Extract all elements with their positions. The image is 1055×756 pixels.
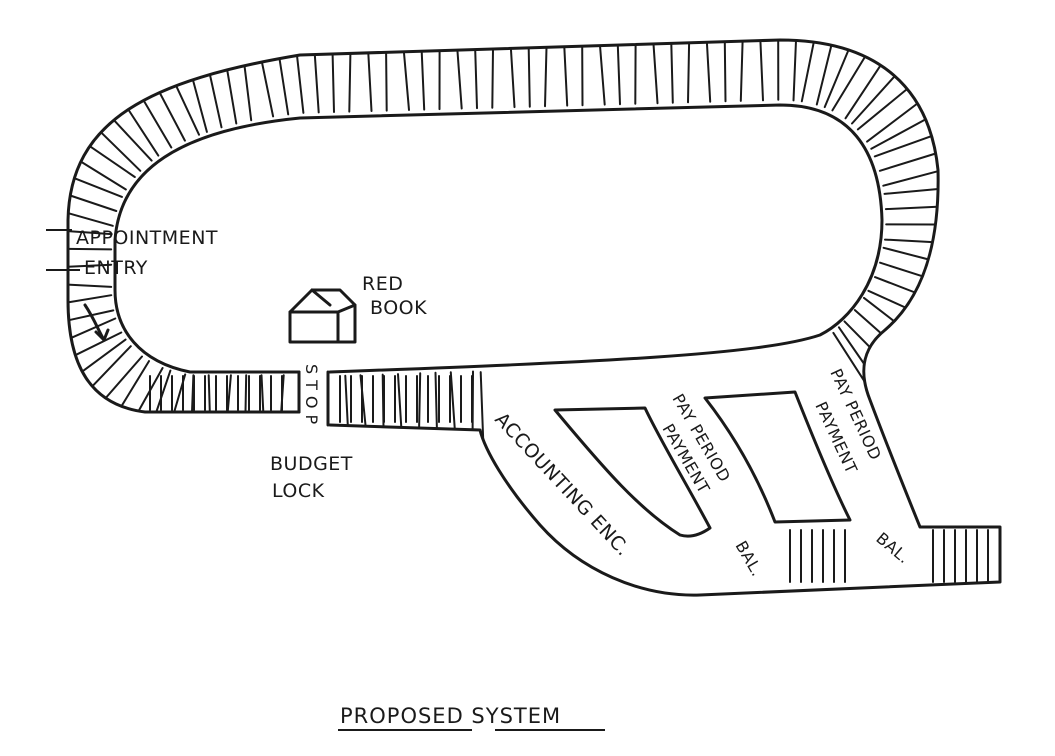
track-rung [832,57,865,111]
track-rung [545,47,547,106]
diagram-title: PROPOSED SYSTEM [340,704,561,728]
track-rung [227,70,236,124]
track-rung [867,104,917,142]
track-rung [262,62,273,116]
track-inner-edge [115,105,882,372]
track-rung [880,154,936,171]
track-rung [802,42,814,101]
track-rung [419,373,420,428]
label-book: BOOK [370,297,427,319]
track-rung [688,43,689,103]
track-rung [368,53,371,111]
track-rung [315,55,319,113]
track-rung [436,373,437,429]
track-rung [671,43,673,102]
track-rung [404,52,409,110]
track-rung [855,310,881,333]
track-rung [794,41,797,101]
track-rung [74,178,122,197]
label-entry: ENTRY [84,257,148,279]
track-rung [760,41,763,101]
track-rung [886,207,937,209]
track-rung [82,340,125,372]
track-rung [883,171,938,186]
track-rung [209,375,210,412]
label-bal-1: BAL. [732,538,767,580]
book-icon [290,290,355,342]
track-rung [529,48,530,107]
label-bal-2: BAL. [872,529,913,568]
track-rung [68,213,113,226]
label-appointment: APPOINTMENT [76,227,218,249]
track-rung [457,50,461,108]
track-rung [68,285,111,287]
track-rung [297,56,303,113]
track-rung [422,51,425,109]
track-rung [210,75,222,128]
track-rung [228,375,231,412]
track-rung [600,46,605,105]
track-rung [262,375,264,412]
track-rung [875,277,915,292]
track-rung [511,48,515,107]
track-rung [246,375,247,412]
label-lock: LOCK [272,480,325,502]
track-rung [885,189,939,194]
track-rung [475,50,477,109]
track-rung [114,120,152,161]
track-rung [92,346,131,386]
track-rung [871,119,925,148]
track-rung [884,248,929,260]
track-rung [68,295,111,302]
track-rung [564,47,567,106]
track-rung [245,66,252,121]
label-red: RED [362,273,403,295]
track-rung [875,136,932,156]
track-rung [707,42,710,101]
track-rung [880,263,923,277]
track-rung [741,41,743,101]
track-rung [725,42,726,102]
track-rung [280,59,289,115]
track-rung [333,54,334,112]
track-rung [451,372,455,429]
track-rung [101,132,140,171]
track-rung [106,357,142,399]
track-rung [69,310,114,320]
track-rung [70,196,116,212]
track-rung [885,240,933,243]
label-accounting-enc: ACCOUNTING ENC. [490,408,634,560]
track-rung [845,321,870,347]
track-rung [654,44,658,103]
track-outer-edge [68,40,1000,595]
track-rung [345,376,348,426]
track-rung [618,45,620,104]
track-rung [386,52,387,110]
label-budget: BUDGET [270,453,353,475]
track-rung [398,374,401,427]
track-rung [492,49,493,108]
label-stop: STOP [302,364,321,430]
track-rung [349,53,350,111]
